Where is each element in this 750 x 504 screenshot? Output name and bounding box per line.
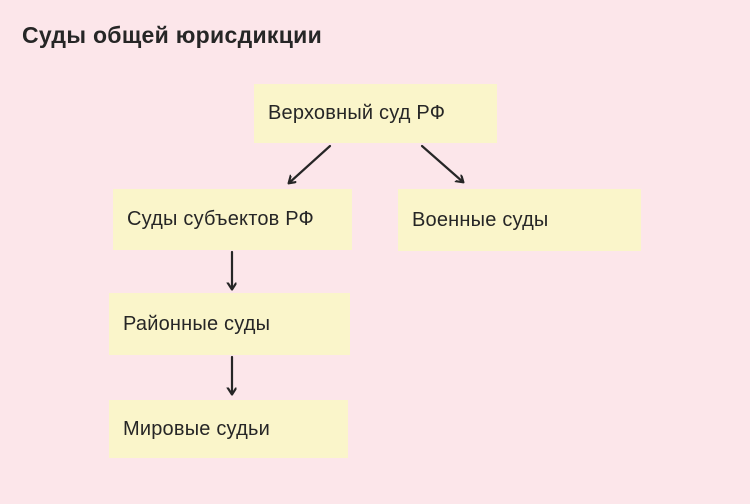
node-subject-courts: Суды субъектов РФ <box>113 189 352 250</box>
edge-supreme-to-military-arrow <box>420 144 463 182</box>
node-subject-courts-label: Суды субъектов РФ <box>127 208 314 230</box>
node-supreme-court: Верховный суд РФ <box>254 84 497 143</box>
node-magistrates-label: Мировые судьи <box>123 417 270 440</box>
page-title: Суды общей юрисдикции <box>22 22 323 48</box>
node-military-courts-label: Военные суды <box>412 208 549 231</box>
node-supreme-court-label: Верховный суд РФ <box>268 102 446 124</box>
node-district-courts-label: Районные суды <box>123 312 271 335</box>
node-magistrates: Мировые судьи <box>109 400 348 458</box>
edge-supreme-to-subjects-arrow <box>289 144 332 183</box>
node-district-courts: Районные суды <box>109 293 350 355</box>
node-military-courts: Военные суды <box>398 189 641 251</box>
